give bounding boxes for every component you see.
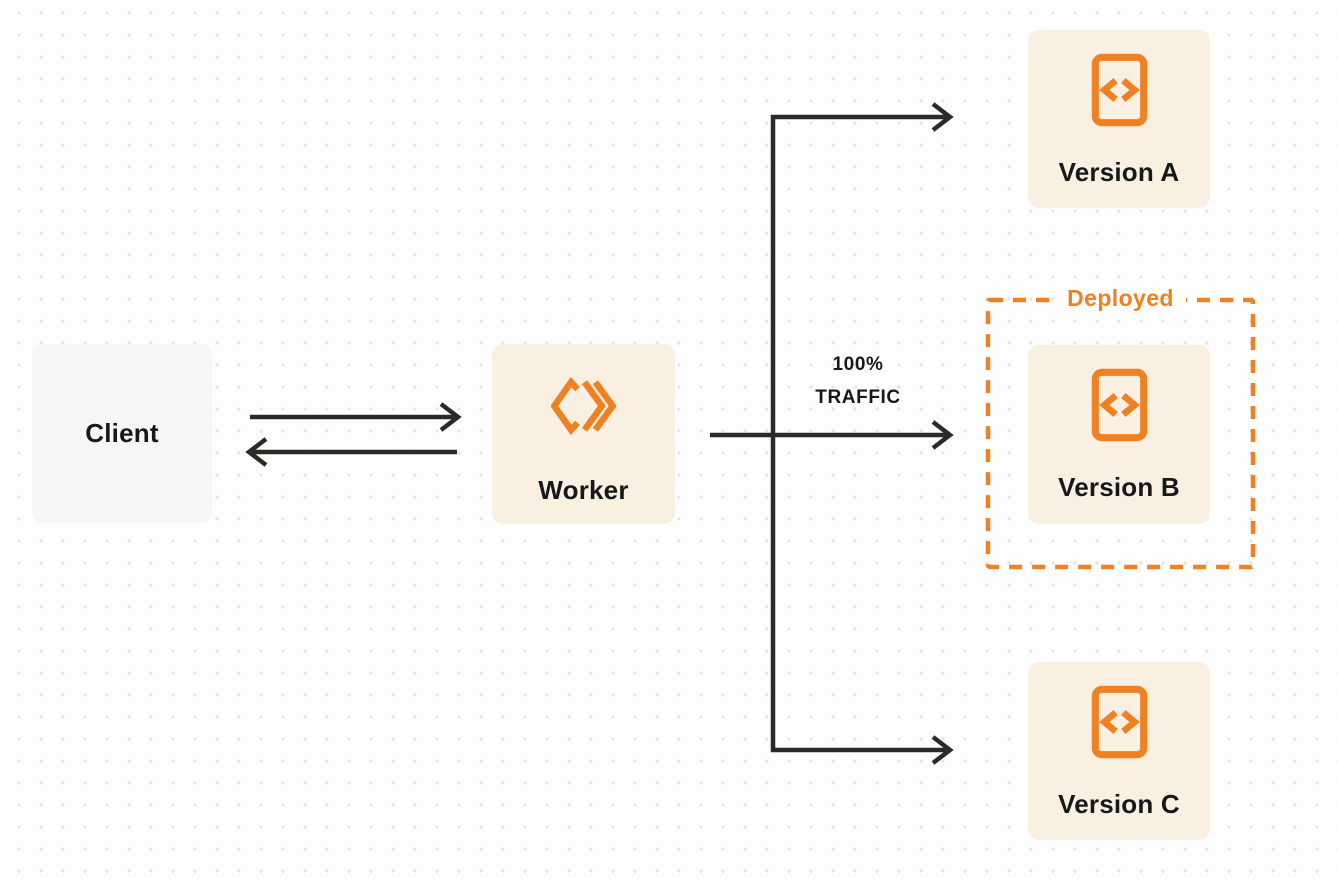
version-a-node: Version A [1028, 30, 1210, 208]
traffic-label: 100% TRAFFIC [775, 348, 941, 414]
worker-chevrons-icon [550, 377, 617, 435]
version-b-node: Version B [1028, 345, 1210, 524]
client-to-worker-arrow [250, 402, 462, 432]
worker-node: Worker [492, 344, 675, 524]
client-label: Client [85, 418, 159, 448]
deployed-group-border [985, 297, 1256, 570]
version-c-node: Version C [1028, 662, 1210, 840]
code-file-icon [1091, 685, 1147, 759]
worker-label: Worker [538, 475, 629, 505]
worker-to-version-b-arrow [710, 420, 954, 450]
version-b-label: Version B [1058, 472, 1180, 502]
worker-to-client-arrow [245, 437, 457, 467]
client-node: Client [32, 344, 212, 523]
version-a-label: Version A [1058, 157, 1180, 187]
version-c-label: Version C [1058, 789, 1180, 819]
code-file-icon [1091, 53, 1147, 127]
traffic-word: TRAFFIC [815, 387, 901, 408]
branch-to-version-a-and-c [770, 102, 954, 765]
traffic-percent: 100% [832, 354, 884, 375]
deployed-label-text: Deployed [1055, 282, 1186, 314]
code-file-icon [1091, 368, 1147, 442]
